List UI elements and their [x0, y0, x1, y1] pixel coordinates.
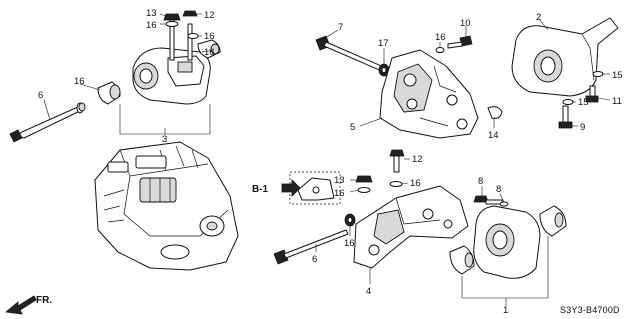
callout-5: 5 [350, 122, 355, 133]
callout-12-upper: 12 [204, 10, 215, 21]
mount-1 [449, 195, 567, 299]
callout-11: 11 [612, 96, 622, 107]
callout-13-upper: 13 [146, 8, 157, 19]
b1-reference [281, 171, 341, 205]
callout-15-left: 15 [578, 97, 589, 108]
bolt-7 [315, 35, 387, 73]
callout-2: 2 [536, 12, 541, 23]
callout-4: 4 [366, 286, 371, 297]
callout-10: 10 [460, 18, 471, 29]
callout-8-lower: 8 [496, 184, 501, 195]
front-direction-label: FR. [36, 295, 52, 306]
callout-16-lower-right: 16 [410, 178, 421, 189]
mount-3-assembly [97, 10, 221, 135]
callout-6-upper: 6 [38, 90, 43, 101]
leader-lines [43, 13, 611, 306]
callout-13-lower: 13 [334, 175, 345, 186]
callout-16-lower-left: 16 [334, 188, 345, 199]
diagram-code: S3Y3-B4700D [560, 305, 620, 315]
front-direction-arrow: FR. [5, 295, 52, 315]
bolt-6-lower [273, 229, 349, 265]
callout-16-top-middle: 16 [435, 32, 446, 43]
bolt-6-upper [9, 102, 86, 143]
callout-14: 14 [488, 130, 499, 141]
callout-12-lower: 12 [412, 154, 423, 165]
callout-labels: 13 16 12 16 16 16 6 3 7 17 16 10 5 14 2 … [38, 8, 623, 316]
callout-1: 1 [503, 305, 508, 316]
callout-7: 7 [338, 22, 343, 33]
callout-16-left-collar: 16 [74, 76, 85, 87]
reference-b1-label: B-1 [252, 184, 269, 195]
callout-17: 17 [378, 38, 389, 49]
mount-4-bracket [344, 149, 469, 269]
callout-15-right: 15 [612, 70, 623, 81]
callout-6-lower: 6 [312, 254, 317, 265]
callout-16-upper-left: 16 [146, 20, 157, 31]
mount-5-bracket [379, 35, 503, 139]
transmission-illustration [94, 141, 239, 271]
callout-16-upper-right: 16 [204, 31, 215, 42]
callout-8-upper: 8 [478, 176, 483, 187]
callout-16-lower-washer: 16 [344, 238, 355, 249]
callout-3: 3 [162, 134, 167, 145]
mount-2 [511, 17, 619, 129]
callout-9: 9 [580, 122, 585, 133]
callout-16-upper-collar: 16 [204, 47, 215, 58]
